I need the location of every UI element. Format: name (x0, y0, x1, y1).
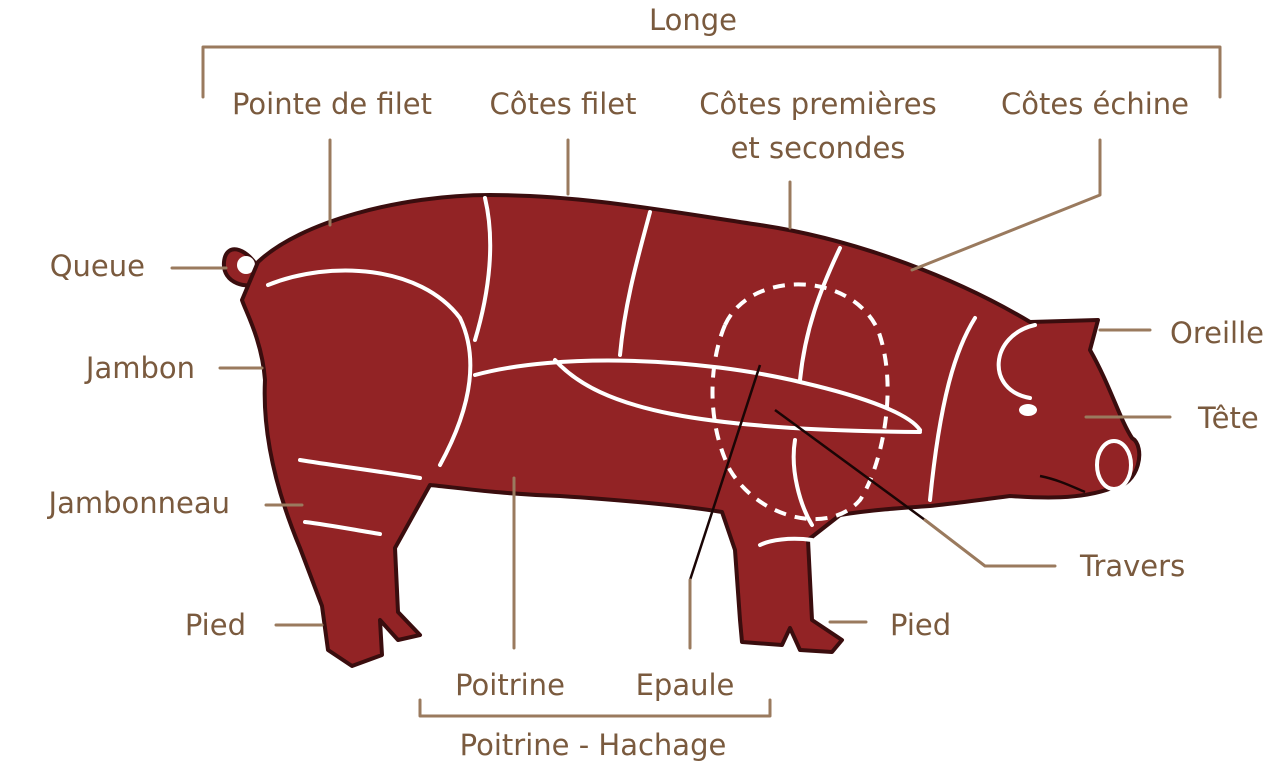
label-travers: Travers (1079, 549, 1185, 583)
pig-illustration (224, 195, 1139, 666)
label-queue: Queue (50, 249, 145, 283)
label-jambon: Jambon (84, 351, 195, 385)
label-poitrine: Poitrine (455, 668, 565, 702)
label-cotes-premieres: Côtes premières (699, 87, 936, 121)
label-pied-left: Pied (185, 608, 246, 642)
label-poitrine-hachage: Poitrine - Hachage (460, 728, 727, 762)
label-cotes-echine: Côtes échine (1001, 87, 1189, 121)
label-oreille: Oreille (1170, 316, 1264, 350)
label-cotes-filet: Côtes filet (489, 87, 636, 121)
label-pointe-de-filet: Pointe de filet (232, 87, 432, 121)
label-pied-right: Pied (890, 608, 951, 642)
longe-bracket: Longe (203, 3, 1220, 97)
label-longe: Longe (649, 3, 737, 37)
label-jambonneau: Jambonneau (47, 486, 230, 520)
label-et-secondes: et secondes (731, 131, 906, 165)
poitrine-hachage-bracket: Poitrine - Hachage (420, 700, 770, 762)
label-tete: Tête (1197, 401, 1259, 435)
label-epaule: Epaule (636, 668, 735, 702)
